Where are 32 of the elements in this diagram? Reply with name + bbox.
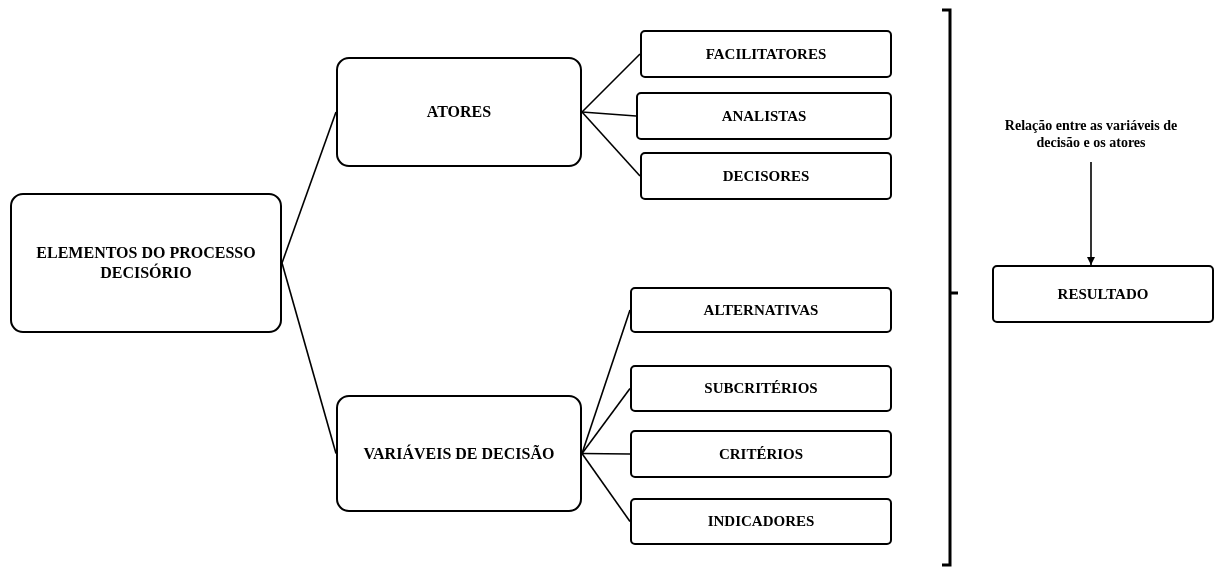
connector-line — [581, 452, 631, 523]
box-label: ELEMENTOS DO PROCESSO DECISÓRIO — [35, 243, 257, 283]
box-label: FACILITATORES — [705, 44, 827, 64]
process-box — [336, 395, 582, 512]
box-label: ANALISTAS — [721, 106, 807, 126]
box-label: VARIÁVEIS DE DECISÃO — [363, 443, 555, 464]
process-box — [630, 430, 892, 478]
box-label: DECISORES — [722, 166, 810, 186]
box-label: RESULTADO — [1057, 284, 1149, 304]
connector-line — [281, 262, 337, 455]
box-label: Relação entre as variáveis de decisão e os atores — [1003, 116, 1179, 152]
box-label: INDICADORES — [707, 512, 815, 531]
process-box — [630, 365, 892, 412]
process-box — [630, 498, 892, 545]
arrow — [1087, 161, 1095, 266]
process-box — [640, 30, 892, 78]
connector-line — [581, 53, 641, 113]
box-label: SUBCRITÉRIOS — [704, 379, 818, 398]
process-box — [636, 92, 892, 140]
connector-line — [581, 387, 631, 455]
connector-line — [581, 111, 641, 177]
box-label: ATORES — [426, 102, 492, 122]
connector-line — [581, 452, 631, 455]
process-box — [10, 193, 282, 333]
process-box — [640, 152, 892, 200]
process-box — [336, 57, 582, 167]
connector-line — [281, 111, 337, 264]
process-box — [992, 265, 1214, 323]
box-label: ALTERNATIVAS — [703, 300, 819, 320]
connector-line — [581, 111, 637, 117]
process-box — [630, 287, 892, 333]
box-label: CRITÉRIOS — [718, 444, 804, 464]
